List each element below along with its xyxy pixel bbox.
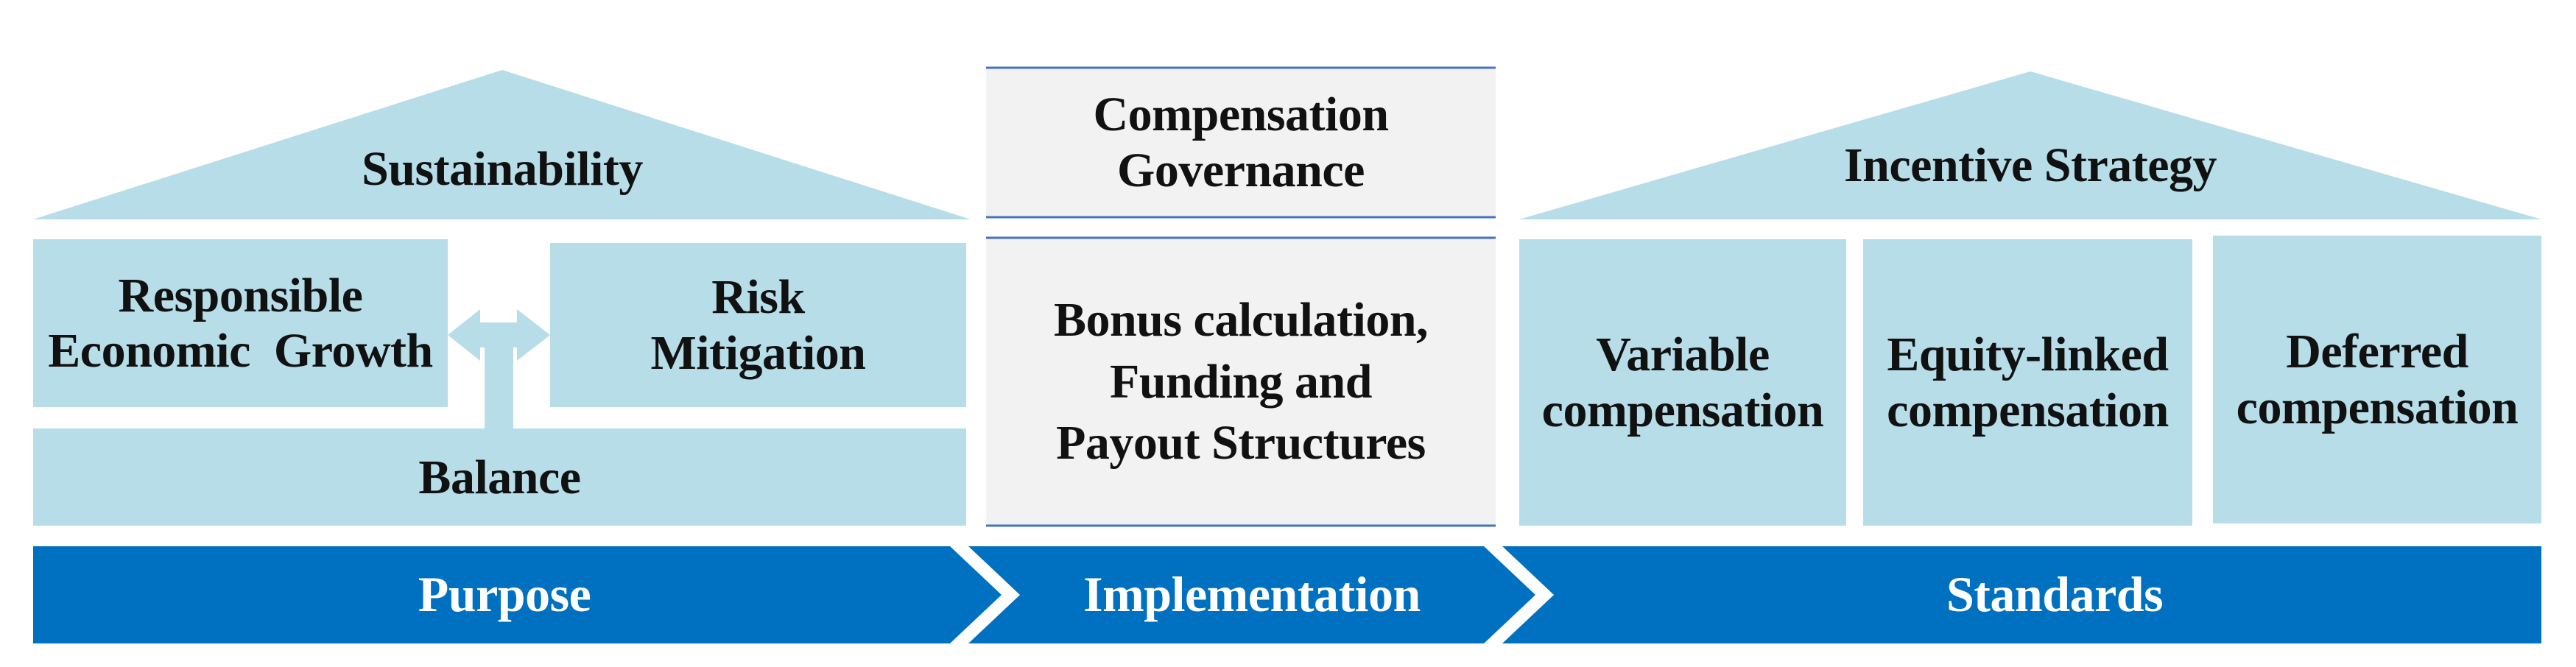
balance-double-arrow [448,309,550,428]
deferred-pillar [2213,236,2541,523]
responsible-growth-box [33,239,448,407]
variable-pillar [1519,239,1846,526]
balance-label: Balance [418,451,581,505]
standards-band [1502,546,2541,643]
governance-box [986,68,1496,217]
purpose-band [33,546,1002,643]
incentive-strategy-roof [1519,71,2541,219]
implementation-band-label: Implementation [1083,566,1421,623]
implementation-band [968,546,1535,643]
equity-linked-pillar [1863,239,2192,526]
sustainability-label: Sustainability [362,142,643,197]
sustainability-roof [33,70,971,219]
purpose-band-label: Purpose [418,566,591,623]
standards-band-label: Standards [1946,566,2164,623]
balance-box [33,428,966,526]
incentive-strategy-label: Incentive Strategy [1843,138,2217,193]
risk-mitigation-box [550,243,966,407]
payout-structures-box [986,238,1496,526]
